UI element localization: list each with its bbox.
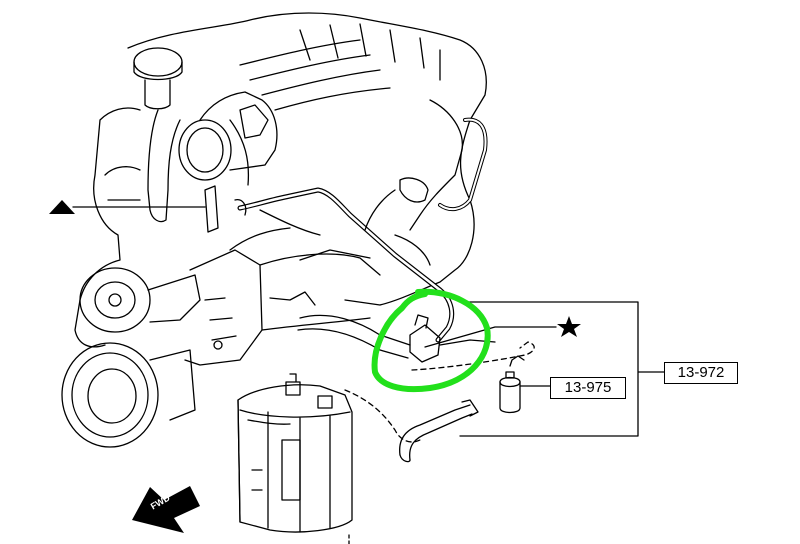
dashed-vacuum-line bbox=[411, 341, 535, 371]
oil-filler-cap bbox=[133, 47, 183, 77]
timing-cover bbox=[184, 249, 263, 366]
highlight-circle bbox=[371, 288, 491, 393]
part-13975-fitting bbox=[499, 376, 521, 414]
purge-valve bbox=[409, 324, 441, 363]
part-13972-hose bbox=[399, 404, 471, 456]
star-marker bbox=[557, 316, 581, 337]
intake-manifold bbox=[127, 12, 487, 306]
alternator bbox=[79, 267, 151, 333]
crank-pulley bbox=[61, 342, 159, 448]
engine-block-left bbox=[74, 107, 141, 348]
coolant-hose-right bbox=[438, 117, 488, 212]
manifold-ribs bbox=[299, 23, 441, 81]
part-label-13975: 13-975 bbox=[550, 377, 626, 399]
breather-hose bbox=[147, 109, 181, 223]
throttle-body bbox=[178, 119, 232, 181]
triangle-marker bbox=[49, 200, 75, 214]
lower-vacuum-hoses bbox=[297, 314, 411, 359]
tee-connector bbox=[204, 185, 219, 233]
star-pointer-line bbox=[424, 326, 557, 348]
bracket-13972 bbox=[459, 301, 665, 437]
charcoal-canister bbox=[237, 384, 353, 533]
manifold-runners bbox=[239, 39, 391, 111]
fwd-arrow bbox=[132, 486, 200, 533]
plenum-right bbox=[409, 99, 464, 231]
part-label-13972: 13-972 bbox=[664, 362, 738, 384]
